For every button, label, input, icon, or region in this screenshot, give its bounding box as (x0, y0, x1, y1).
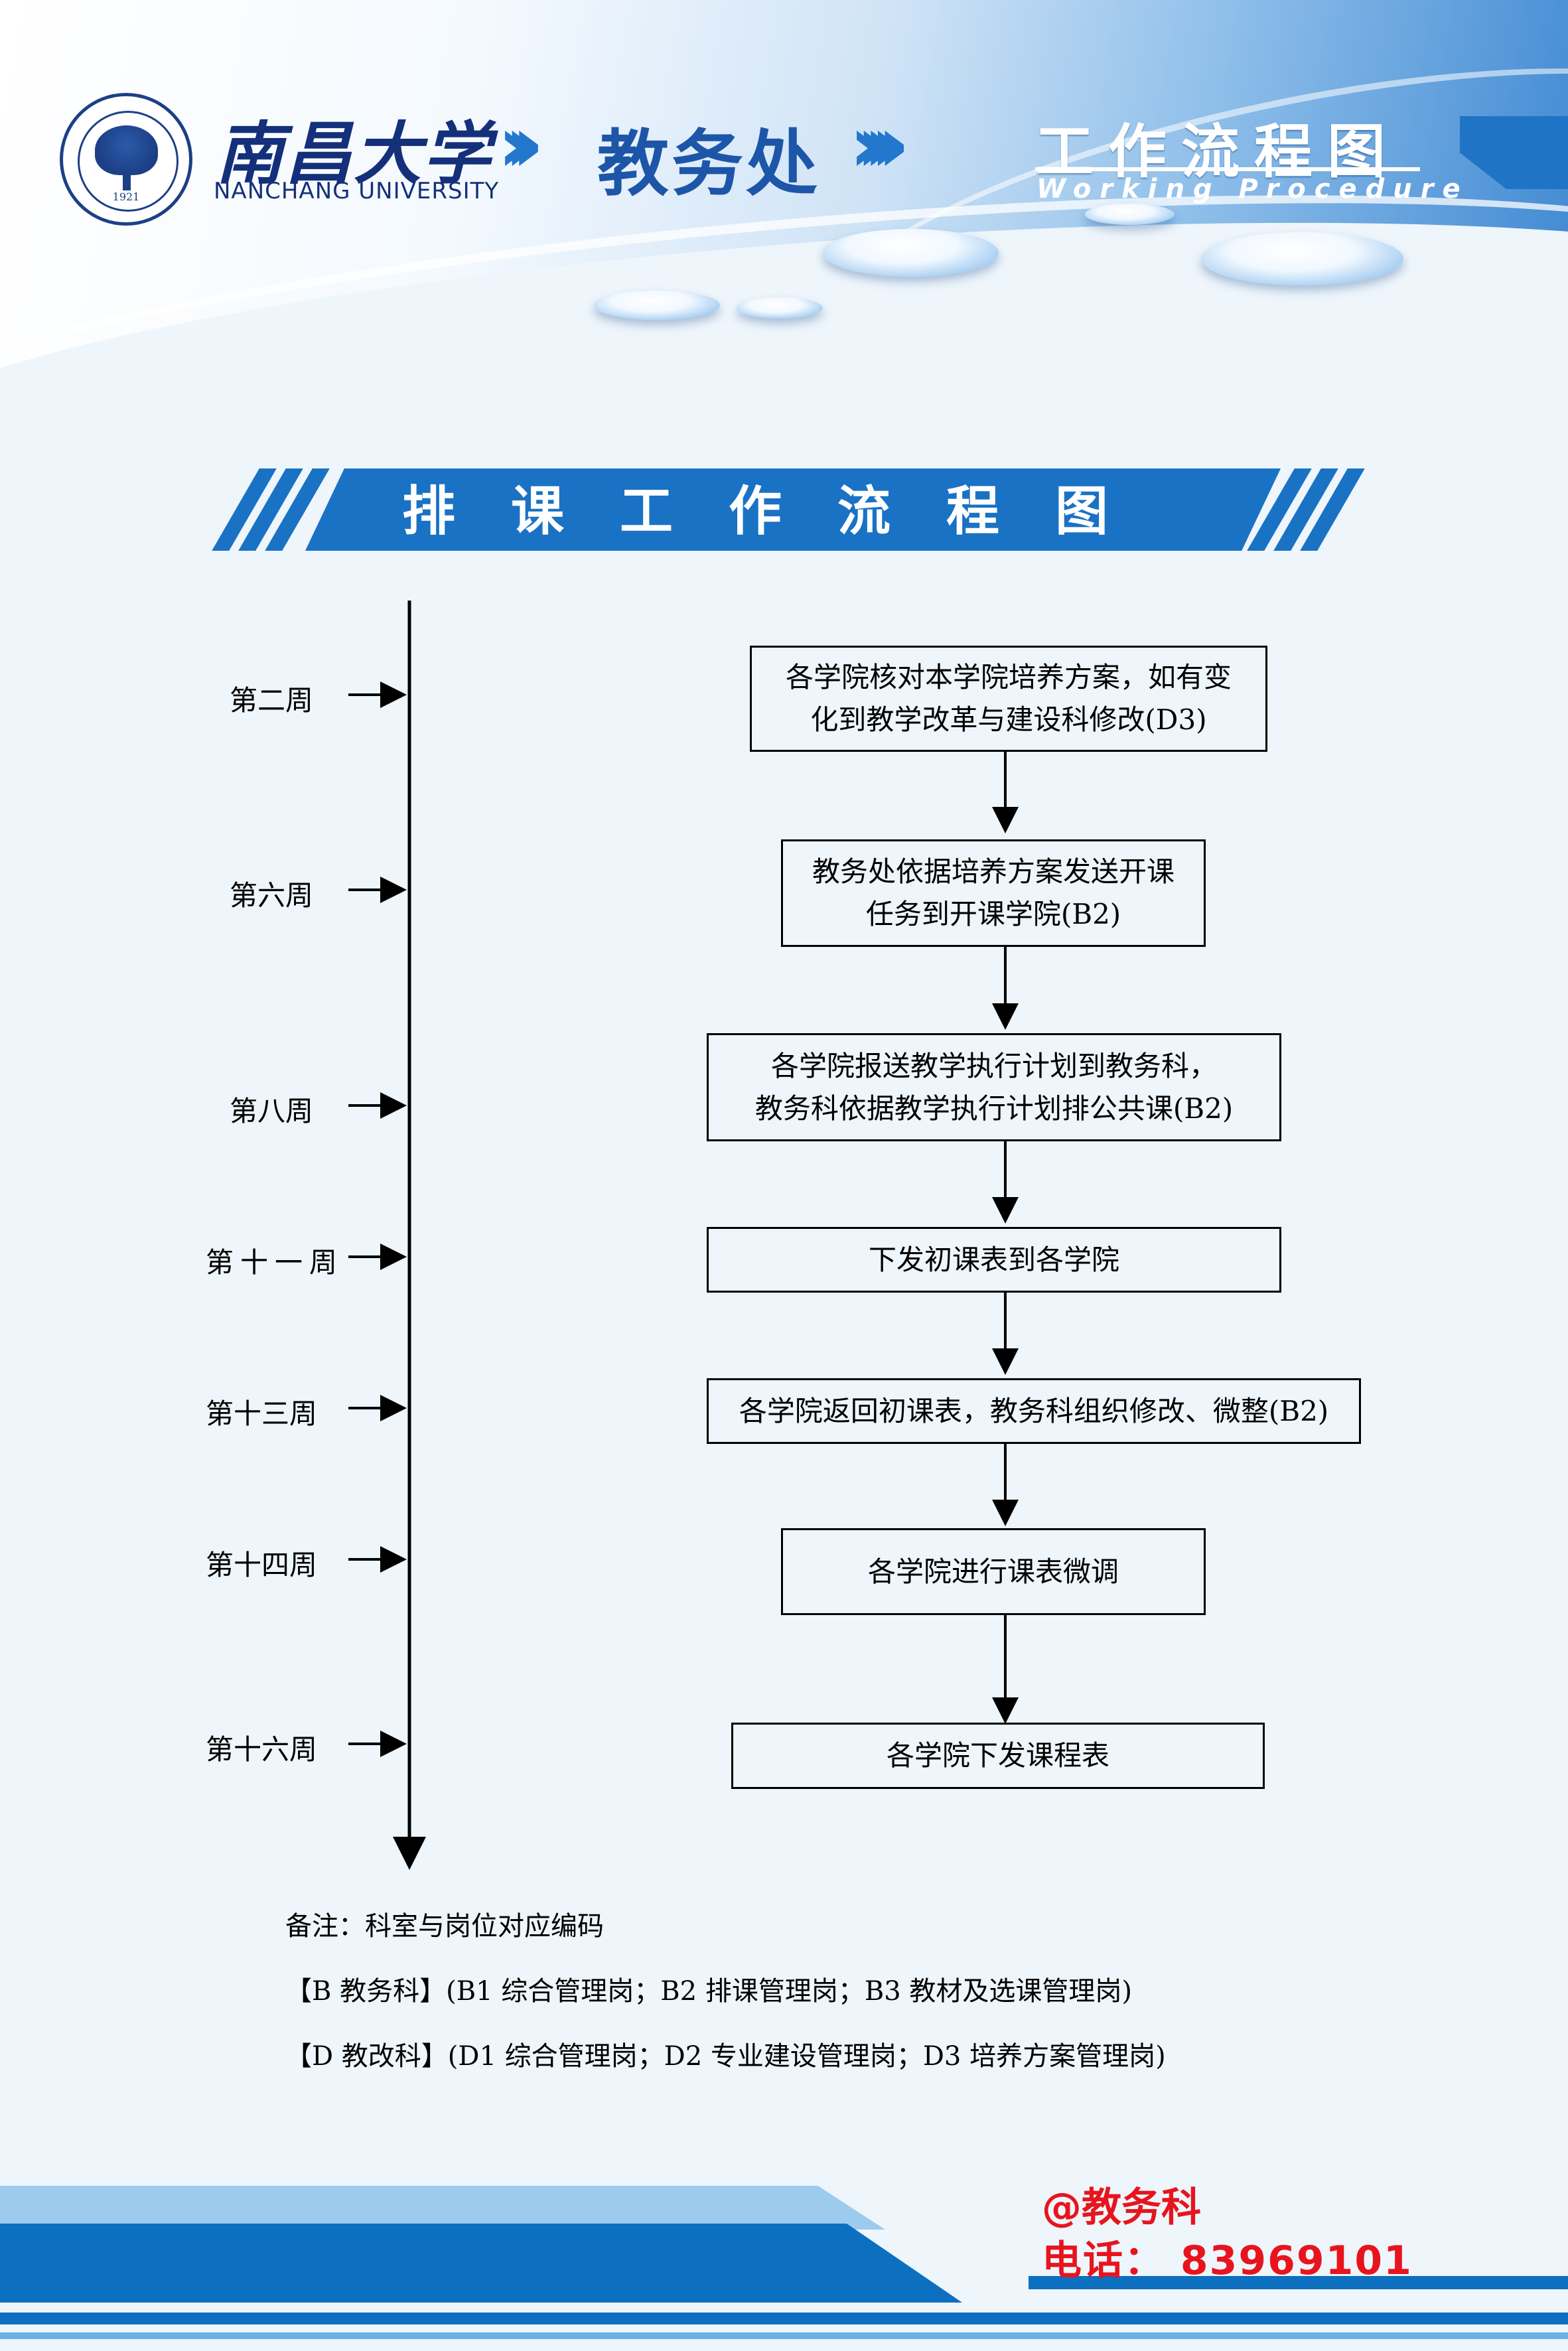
water-drop-decoration (1085, 204, 1175, 225)
workflow-title-cn: 工作流程图 (1035, 117, 1401, 186)
note-heading: 备注：科室与岗位对应编码 (285, 1911, 604, 1942)
water-drop-decoration (737, 297, 823, 319)
week-label: 第十四周 (206, 1549, 318, 1581)
flow-step-box: 教务处依据培养方案发送开课 任务到开课学院(B2) (781, 839, 1206, 947)
logo-year: 1921 (112, 190, 140, 203)
flow-step-box: 下发初课表到各学院 (707, 1227, 1281, 1293)
water-drop-decoration (594, 291, 720, 320)
footer-band-dark (0, 2224, 962, 2303)
footer-band-light (0, 2186, 885, 2230)
step-text-line: 化到教学改革与建设科修改(D3) (810, 703, 1207, 736)
flow-step-box: 各学院核对本学院培养方案，如有变 化到教学改革与建设科修改(D3) (750, 646, 1267, 752)
step-text-line: 各学院报送教学执行计划到教务科， (770, 1049, 1217, 1082)
flow-step-box: 各学院返回初课表，教务科组织修改、微整(B2) (707, 1378, 1361, 1444)
note-line-d: 【D 教改科】(D1 综合管理岗；D2 专业建设管理岗；D3 培养方案管理岗) (285, 2041, 1166, 2072)
header-banner: 1921 南昌大学 NANCHANG UNIVERSITY ››› 教务处 ››… (0, 0, 1568, 398)
flow-step-box: 各学院报送教学执行计划到教务科， 教务科依据教学执行计划排公共课(B2) (707, 1033, 1281, 1141)
step-text-line: 下发初课表到各学院 (868, 1243, 1119, 1276)
step-text-line: 各学院进行课表微调 (867, 1555, 1119, 1588)
week-label: 第六周 (230, 879, 314, 912)
university-name-en: NANCHANG UNIVERSITY (214, 178, 500, 204)
week-label: 第二周 (230, 684, 314, 717)
week-label: 第八周 (230, 1095, 314, 1127)
workflow-title-en: Working Procedure (1036, 174, 1469, 204)
university-name-cn: 南昌大学 (216, 114, 492, 194)
water-drop-decoration (1201, 232, 1403, 285)
footer-band-strip (1029, 2276, 1568, 2289)
week-label: 第十六周 (206, 1733, 318, 1766)
water-drop-decoration (823, 229, 999, 277)
university-seal-logo: 1921 (60, 93, 192, 226)
footer-band-strip (0, 2332, 1568, 2339)
footer-band-strip (0, 2313, 1568, 2324)
department-name: 教务处 (597, 123, 821, 206)
tree-icon (95, 125, 158, 175)
step-text-line: 教务处依据培养方案发送开课 (812, 855, 1175, 888)
title-underline (1035, 167, 1420, 171)
contact-phone: 电话： 83969101 (1042, 2238, 1413, 2284)
title-bar (305, 468, 1281, 551)
week-label: 第十三周 (206, 1397, 318, 1430)
contact-office: @教务科 (1042, 2184, 1201, 2231)
flow-step-box: 各学院进行课表微调 (781, 1528, 1206, 1615)
step-text-line: 任务到开课学院(B2) (865, 898, 1121, 930)
step-text-line: 教务科依据教学执行计划排公共课(B2) (754, 1092, 1234, 1125)
step-text-line: 各学院返回初课表，教务科组织修改、微整(B2) (739, 1394, 1329, 1427)
note-line-b: 【B 教务科】(B1 综合管理岗；B2 排课管理岗；B3 教材及选课管理岗) (285, 1976, 1132, 2007)
week-label: 第十一周 (206, 1246, 344, 1279)
step-text-line: 各学院核对本学院培养方案，如有变 (785, 661, 1232, 693)
step-text-line: 各学院下发课程表 (886, 1739, 1109, 1772)
page-title: 排课工作流程图 (402, 480, 1164, 542)
flow-step-box: 各学院下发课程表 (731, 1723, 1265, 1789)
